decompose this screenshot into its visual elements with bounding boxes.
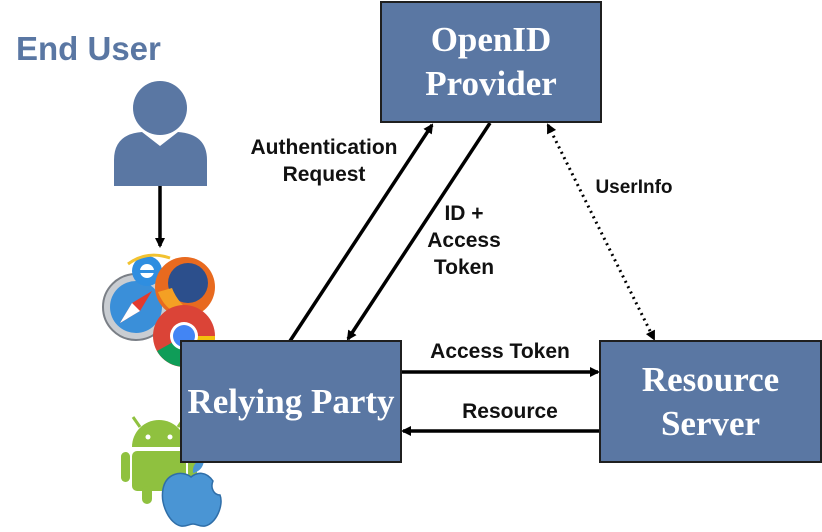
id-access-token-line1: ID +	[444, 202, 484, 225]
resource-label: Resource	[462, 400, 558, 423]
resource-server-label-line2: Server	[660, 403, 761, 443]
resource-server-label-line1: Resource	[641, 359, 780, 399]
firefox-icon	[155, 257, 215, 317]
id-access-token-line2: Access	[427, 229, 501, 252]
openid-provider-label-line2: Provider	[425, 64, 557, 103]
userinfo-label: UserInfo	[595, 177, 673, 198]
relying-party-label: Relying Party	[187, 381, 395, 421]
resource-server-box: Resource Server	[599, 340, 822, 463]
id-access-token-arrow	[346, 122, 492, 341]
id-access-token-label: ID + Access Token	[410, 200, 518, 281]
access-token-label: Access Token	[430, 340, 570, 363]
id-access-token-line3: Token	[433, 256, 495, 279]
end-user-title: End User	[16, 30, 161, 67]
userinfo-arrow	[546, 123, 656, 341]
authentication-request-line2: Request	[282, 163, 366, 186]
user-silhouette-icon	[114, 81, 207, 186]
openid-provider-label-line1: OpenID	[430, 20, 552, 60]
internet-explorer-icon	[127, 253, 171, 286]
apple-icon	[161, 459, 222, 527]
authentication-request-label: Authentication Request	[232, 134, 416, 188]
openid-provider-box: OpenID Provider	[380, 1, 602, 123]
authentication-request-line1: Authentication	[250, 136, 398, 159]
relying-party-box: Relying Party	[180, 340, 402, 463]
authentication-request-arrow	[288, 123, 434, 342]
